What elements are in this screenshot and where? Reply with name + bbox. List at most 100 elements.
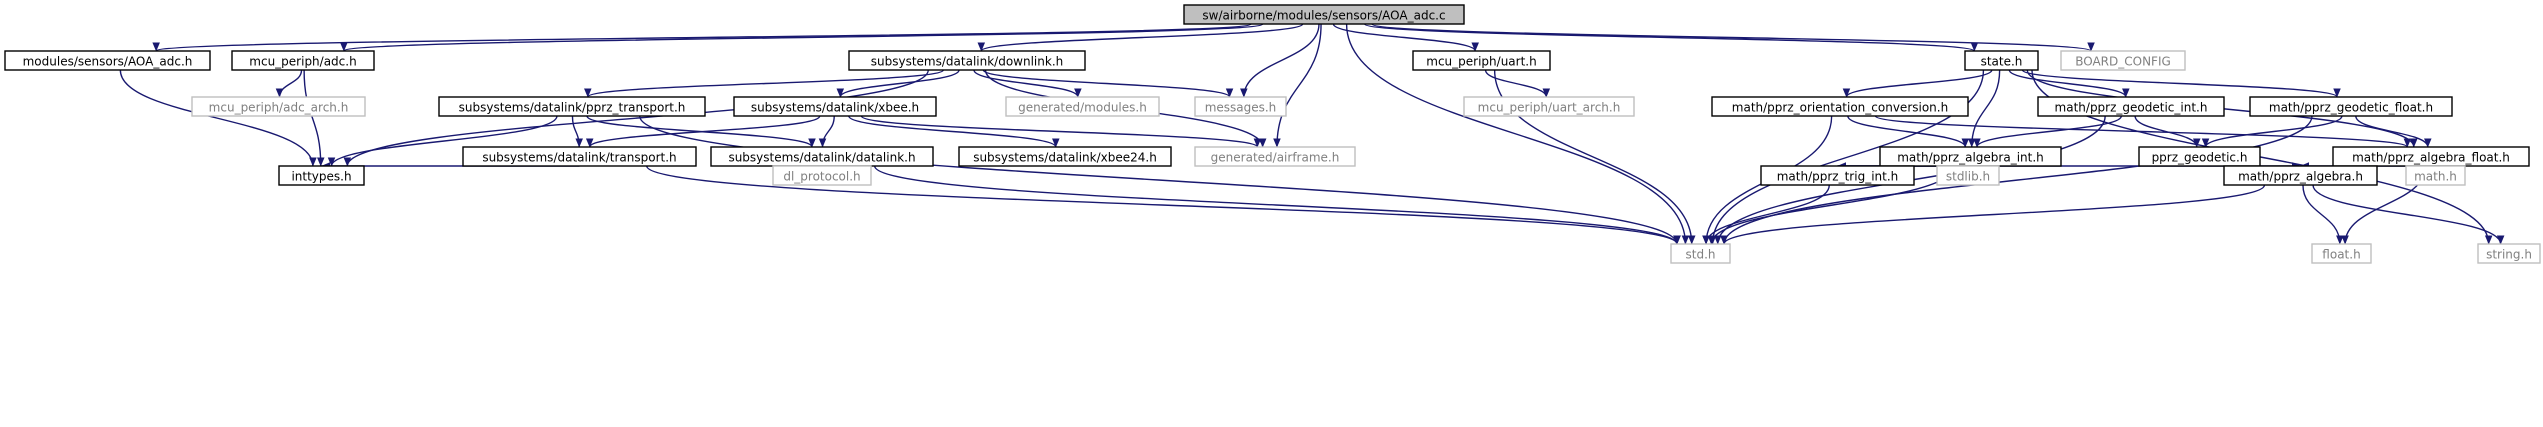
node-pprz-geodetic-h[interactable]: pprz_geodetic.h: [2138, 146, 2261, 167]
node-box: [733, 96, 937, 117]
edge-uart_h-to-std_h: [1493, 69, 1696, 245]
node-math-h: math.h: [2405, 165, 2466, 186]
node-box: [2405, 165, 2466, 186]
edge-algebra_h-to-std_h: [1720, 184, 2266, 245]
node-label: math.h: [2414, 170, 2457, 184]
node-label: inttypes.h: [291, 170, 351, 184]
edge-xbee_h-to-gen_airframe_h: [860, 115, 1261, 148]
node-aoa-adc-h[interactable]: modules/sensors/AOA_adc.h: [4, 50, 211, 71]
edge-downlink_h-to-xbee_h: [836, 69, 960, 98]
node-algebra-h[interactable]: math/pprz_algebra.h: [2223, 165, 2378, 186]
node-box: [1964, 50, 2039, 71]
node-xbee-h[interactable]: subsystems/datalink/xbee.h: [733, 96, 937, 117]
node-algebra-int-h[interactable]: math/pprz_algebra_int.h: [1879, 146, 2062, 167]
node-box: [1194, 146, 1356, 167]
edge-aoa_adc_c-to-adc_h: [340, 23, 1264, 52]
node-label: state.h: [1981, 55, 2023, 69]
node-state-h[interactable]: state.h: [1964, 50, 2039, 71]
node-label: mcu_periph/uart_arch.h: [1478, 101, 1621, 115]
edge-geodetic_int_h-to-pprz_geodetic_h: [2134, 115, 2201, 148]
node-label: subsystems/datalink/xbee.h: [751, 101, 919, 115]
node-label: std.h: [1686, 248, 1716, 262]
edge-orient_conv_h-to-algebra_float_h: [1874, 115, 2411, 148]
node-aoa-adc-c[interactable]: sw/airborne/modules/sensors/AOA_adc.c: [1183, 4, 1465, 25]
node-label: subsystems/datalink/transport.h: [482, 151, 676, 165]
node-uart-h[interactable]: mcu_periph/uart.h: [1412, 50, 1551, 71]
node-box: [1936, 165, 2000, 186]
node-box: [2477, 243, 2541, 264]
node-label: math/pprz_algebra_int.h: [1897, 151, 2044, 165]
node-label: math/pprz_geodetic_float.h: [2269, 101, 2433, 115]
edge-aoa_adc_c-to-downlink_h: [977, 23, 1304, 52]
node-trig-int-h[interactable]: math/pprz_trig_int.h: [1760, 165, 1915, 186]
node-label: BOARD_CONFIG: [2075, 55, 2171, 69]
node-algebra-float-h[interactable]: math/pprz_algebra_float.h: [2332, 146, 2530, 167]
file-nodes: sw/airborne/modules/sensors/AOA_adc.cmod…: [4, 4, 2541, 264]
node-label: generated/airframe.h: [1211, 151, 1340, 165]
node-label: math/pprz_orientation_conversion.h: [1732, 101, 1948, 115]
node-geodetic-int-h[interactable]: math/pprz_geodetic_int.h: [2037, 96, 2225, 117]
node-adc-arch-h: mcu_periph/adc_arch.h: [191, 96, 366, 117]
node-label: mcu_periph/adc.h: [249, 55, 356, 69]
node-box: [848, 50, 1086, 71]
node-gen-airframe-h: generated/airframe.h: [1194, 146, 1356, 167]
edge-pprz_transport_h-to-transport_h: [571, 115, 583, 148]
edge-adc_h-to-adc_arch_h: [275, 69, 303, 98]
node-box: [2311, 243, 2372, 264]
node-label: messages.h: [1205, 101, 1277, 115]
node-box: [1711, 96, 1969, 117]
node-label: math/pprz_trig_int.h: [1777, 170, 1899, 184]
node-messages-h: messages.h: [1194, 96, 1287, 117]
node-label: subsystems/datalink/xbee24.h: [973, 151, 1157, 165]
edge-aoa_adc_c-to-messages_h: [1240, 23, 1320, 98]
edge-aoa_adc_c-to-gen_airframe_h: [1273, 23, 1322, 148]
node-box: [1760, 165, 1915, 186]
edge-downlink_h-to-gen_modules_h: [973, 69, 1082, 98]
node-box: [2037, 96, 2225, 117]
node-label: dl_protocol.h: [783, 170, 860, 184]
node-box: [1005, 96, 1160, 117]
edge-algebra_h-to-string_h: [2312, 184, 2505, 245]
node-gen-modules-h: generated/modules.h: [1005, 96, 1160, 117]
node-label: math/pprz_algebra_float.h: [2352, 151, 2510, 165]
node-inttypes-h[interactable]: inttypes.h: [278, 165, 365, 186]
node-datalink-h[interactable]: subsystems/datalink/datalink.h: [710, 146, 934, 167]
dependency-edges: [119, 23, 2505, 245]
edge-datalink_h-to-std_h: [874, 165, 1681, 245]
edge-xbee_h-to-transport_h: [586, 115, 821, 148]
edge-aoa_adc_c-to-state_h: [1363, 23, 1978, 52]
node-label: math/pprz_algebra.h: [2238, 170, 2363, 184]
node-downlink-h[interactable]: subsystems/datalink/downlink.h: [848, 50, 1086, 71]
node-box: [772, 165, 872, 186]
node-box: [2138, 146, 2261, 167]
node-pprz-transport-h[interactable]: subsystems/datalink/pprz_transport.h: [438, 96, 706, 117]
node-box: [191, 96, 366, 117]
node-uart-arch-h: mcu_periph/uart_arch.h: [1463, 96, 1635, 117]
node-adc-h[interactable]: mcu_periph/adc.h: [231, 50, 375, 71]
edge-uart_h-to-uart_arch_h: [1484, 69, 1551, 98]
node-xbee24-h[interactable]: subsystems/datalink/xbee24.h: [958, 146, 1172, 167]
node-label: subsystems/datalink/datalink.h: [728, 151, 915, 165]
node-box: [1670, 243, 1731, 264]
edge-geodetic_float_h-to-algebra_float_h: [2355, 115, 2432, 148]
edge-aoa_adc_c-to-board_config: [1371, 23, 2095, 52]
node-transport-h[interactable]: subsystems/datalink/transport.h: [462, 146, 697, 167]
node-label: math/pprz_geodetic_int.h: [2055, 101, 2208, 115]
node-box: [1183, 4, 1465, 25]
edge-orient_conv_h-to-algebra_int_h: [1847, 115, 1969, 148]
node-box: [278, 165, 365, 186]
node-box: [4, 50, 211, 71]
edge-geodetic_float_h-to-std_h: [1720, 115, 2313, 245]
node-box: [1463, 96, 1635, 117]
node-box: [2223, 165, 2378, 186]
edge-pprz_transport_h-to-inttypes_h: [327, 115, 558, 167]
node-box: [1412, 50, 1551, 71]
node-geodetic-float-h[interactable]: math/pprz_geodetic_float.h: [2249, 96, 2453, 117]
node-label: string.h: [2486, 248, 2532, 262]
node-label: mcu_periph/uart.h: [1426, 55, 1536, 69]
edge-aoa_adc_h-to-inttypes_h: [119, 69, 317, 167]
node-orient-conv-h[interactable]: math/pprz_orientation_conversion.h: [1711, 96, 1969, 117]
edge-downlink_h-to-pprz_transport_h: [584, 69, 944, 98]
node-label: subsystems/datalink/downlink.h: [871, 55, 1063, 69]
node-label: float.h: [2322, 248, 2360, 262]
